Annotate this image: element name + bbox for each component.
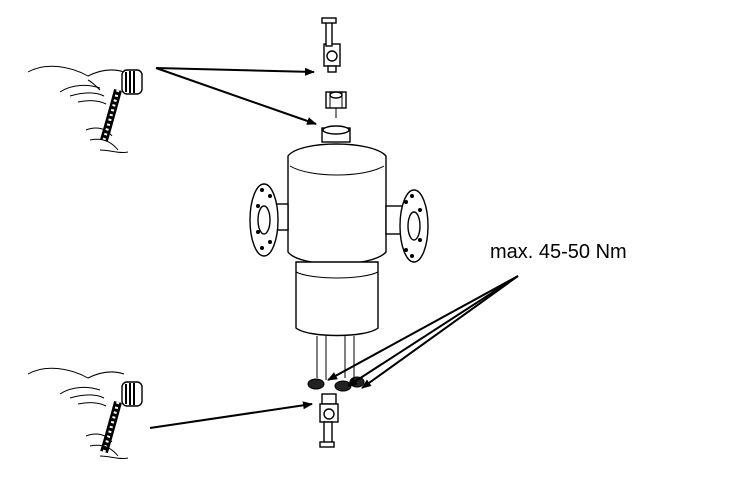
ball-valve-icon-top: [321, 17, 341, 73]
dirt-separator-icon: [249, 125, 429, 380]
hand-tape-icon-bottom: [27, 367, 143, 460]
nut-fitting-icon: [325, 91, 347, 118]
hand-tape-icon-top: [27, 65, 143, 154]
ball-valve-icon-bottom: [319, 393, 339, 448]
pointer-arrows: [149, 67, 519, 429]
plug-icon-group: [307, 376, 365, 392]
torque-label: max. 45-50 Nm: [490, 241, 627, 263]
